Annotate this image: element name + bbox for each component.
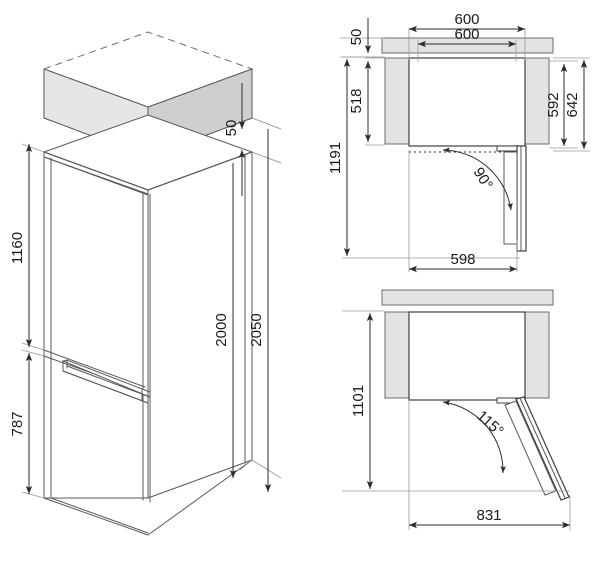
ext-787-bottom xyxy=(21,491,45,499)
dim-label-angle-115: 115° xyxy=(473,407,507,440)
cabinet-side-face xyxy=(147,151,253,499)
cabinet-top-front-edge xyxy=(43,151,253,191)
handle-bar xyxy=(61,359,151,398)
dim-label-plan90-50: 50 xyxy=(348,29,365,46)
ext-2000-top xyxy=(251,151,282,164)
cabinet-front-face xyxy=(43,151,149,499)
ext-2000-bottom xyxy=(239,459,253,471)
dim-label-iso-50: 50 xyxy=(223,120,240,137)
cabinet-bottom-inner-edge xyxy=(50,497,149,534)
appliance-body-90 xyxy=(408,57,526,147)
dim-label-plan90-592: 592 xyxy=(545,92,562,117)
dim-label-plan90-642: 642 xyxy=(564,92,581,117)
cabinet-top-trim-left-2 xyxy=(43,156,149,195)
worktop-strip-115 xyxy=(381,289,554,306)
isometric-dimensions: 50 1160 787 2000 205 xyxy=(9,83,282,499)
plan-view-115-degrees: 115° 1101 831 xyxy=(342,289,571,530)
dim-label-600-inner: 600 xyxy=(454,26,479,43)
door-open-115 xyxy=(504,396,570,501)
dim-label-plan90-518: 518 xyxy=(348,88,365,113)
dim-label-plan115-1101: 1101 xyxy=(350,385,367,417)
dim-label-iso-787: 787 xyxy=(9,411,26,436)
refrigerator-isometric-body xyxy=(42,114,254,536)
door-split-line-a xyxy=(43,349,146,388)
door-open-90 xyxy=(503,145,527,252)
ext-2050-bottom xyxy=(251,459,282,479)
dim-label-600-outer: 600 xyxy=(454,11,479,28)
plan-view-90-degrees: 90° 600 600 50 518 1191 xyxy=(327,11,590,273)
dim-label-plan115-831: 831 xyxy=(476,507,501,524)
swing-arc-115 xyxy=(442,400,506,474)
isometric-view: 50 1160 787 2000 205 xyxy=(9,31,282,536)
dim-label-plan90-598: 598 xyxy=(450,251,475,268)
right-side-panel-115 xyxy=(522,311,550,399)
ext-787-top xyxy=(21,349,45,357)
dim-label-iso-1160: 1160 xyxy=(9,232,26,264)
ext-1160-bottom xyxy=(21,342,45,351)
dim-label-iso-2050: 2050 xyxy=(248,313,265,346)
swing-arc-90 xyxy=(442,147,513,211)
door-handle xyxy=(61,359,151,404)
handle-lower-edge xyxy=(62,370,149,404)
ext-2050-top xyxy=(251,117,282,130)
handle-mid-edge xyxy=(66,365,151,398)
left-side-panel-90 xyxy=(384,57,412,145)
ext-1160-top xyxy=(21,143,45,153)
door-inner-shelf-90 xyxy=(503,151,518,245)
left-side-panel-115 xyxy=(384,311,412,399)
dim-label-iso-2000: 2000 xyxy=(213,313,230,346)
right-side-panel-90 xyxy=(522,57,550,145)
cabinet-bottom-edge xyxy=(43,459,253,536)
appliance-body-115 xyxy=(408,311,526,401)
dim-label-plan90-1191: 1191 xyxy=(327,142,344,174)
dim-label-angle-90: 90° xyxy=(470,164,496,192)
door-midline-115 xyxy=(519,397,566,499)
